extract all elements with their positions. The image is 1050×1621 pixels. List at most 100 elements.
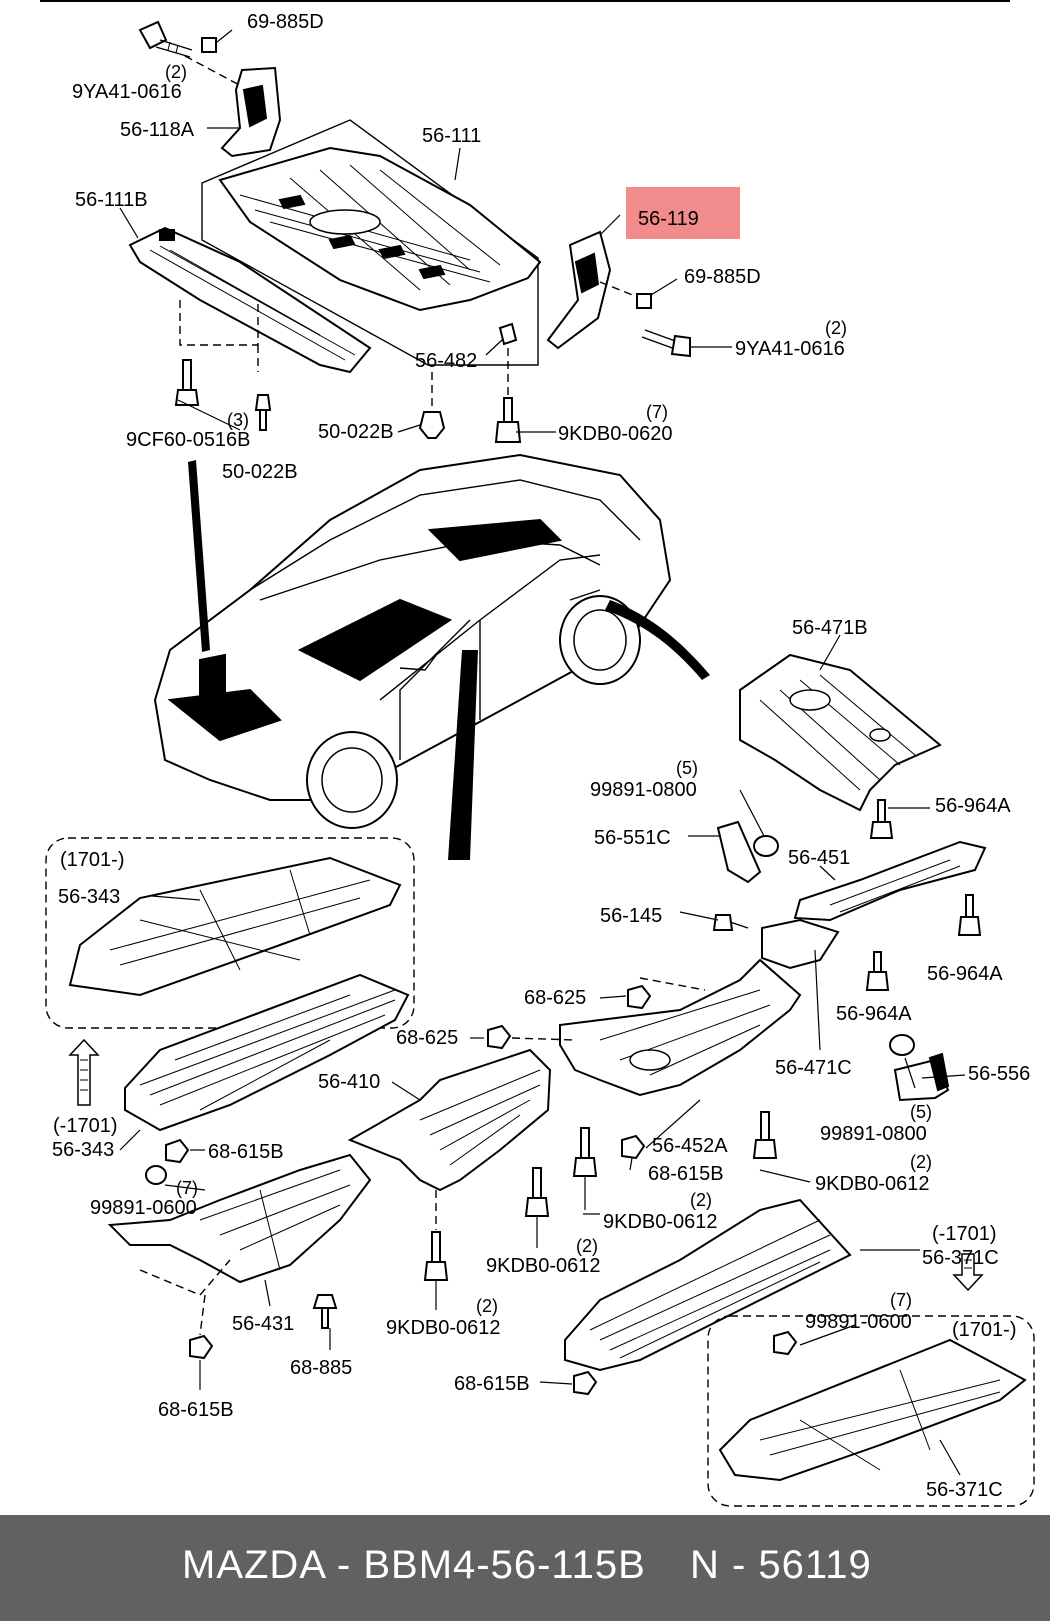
label-68-615b[interactable]: 68-615B — [648, 1163, 724, 1185]
arrow-down-icon — [952, 1253, 984, 1292]
label-9ya41-0616[interactable]: 9YA41-0616 — [735, 338, 845, 360]
label-50-022b[interactable]: 50-022B — [318, 421, 394, 443]
nut-icon — [145, 1165, 167, 1185]
nut-icon — [165, 1138, 190, 1164]
label-56-145[interactable]: 56-145 — [600, 905, 662, 927]
label-56-452a[interactable]: 56-452A — [652, 1135, 728, 1157]
label-qty: (3) — [227, 410, 249, 430]
label-56-551c[interactable]: 56-551C — [594, 827, 671, 849]
undercover-56-111 — [218, 146, 542, 312]
nut-icon — [739, 789, 779, 857]
part-labels: 69-885D (2) 9YA41-0616 56-118A 56-111 56… — [52, 11, 1030, 1501]
label-qty: (2) — [825, 318, 847, 338]
clip-icon — [312, 1294, 338, 1329]
label-56-964a[interactable]: 56-964A — [836, 1003, 912, 1025]
label-56-410[interactable]: 56-410 — [318, 1071, 380, 1093]
assembly-box — [201, 119, 539, 366]
label-56-964a[interactable]: 56-964A — [927, 963, 1003, 985]
label-99891-0800[interactable]: 99891-0800 — [590, 779, 697, 801]
label-56-371c[interactable]: 56-371C — [922, 1247, 999, 1269]
label-56-471b[interactable]: 56-471B — [792, 617, 868, 639]
label-qty: (2) — [576, 1236, 598, 1256]
part-number-text: MAZDA - BBM4-56-115B — [182, 1543, 646, 1587]
label-9kdb0-0612[interactable]: 9KDB0-0612 — [486, 1255, 601, 1277]
nut-icon — [627, 984, 652, 1010]
bolt-icon — [423, 1231, 449, 1281]
car-illustration — [153, 453, 672, 829]
label-qty: (2) — [690, 1190, 712, 1210]
heat-shield-56-451 — [793, 840, 987, 922]
label-56-111[interactable]: 56-111 — [422, 125, 481, 147]
label-9kdb0-0612[interactable]: 9KDB0-0612 — [815, 1173, 930, 1195]
bolt-icon — [865, 951, 890, 991]
label-1701: (1701-) — [952, 1319, 1016, 1341]
label-68-885[interactable]: 68-885 — [290, 1357, 352, 1379]
label-56-371c[interactable]: 56-371C — [926, 1479, 1003, 1501]
heat-shield-56-471b — [739, 653, 942, 812]
label-69-885d[interactable]: 69-885D — [247, 11, 324, 33]
label-9ya41-0616[interactable]: 9YA41-0616 — [72, 81, 182, 103]
label-56-431[interactable]: 56-431 — [232, 1313, 294, 1335]
variant-box-1701 — [45, 837, 415, 1029]
label-56-343[interactable]: 56-343 — [52, 1139, 114, 1161]
bolt-icon — [524, 1167, 550, 1217]
label-qty: (7) — [646, 402, 668, 422]
arrow-icon — [605, 600, 710, 680]
nut-icon — [773, 1330, 798, 1356]
label-68-615b[interactable]: 68-615B — [454, 1373, 530, 1395]
label-56-111b[interactable]: 56-111B — [75, 189, 148, 211]
nut-icon — [889, 1034, 915, 1056]
label-qty: (2) — [910, 1152, 932, 1172]
label-56-343[interactable]: 56-343 — [58, 886, 120, 908]
bolt-icon — [138, 20, 193, 58]
label-56-118a[interactable]: 56-118A — [120, 119, 195, 141]
bolt-icon — [712, 914, 749, 931]
label-68-615b[interactable]: 68-615B — [158, 1399, 234, 1421]
nut-icon — [573, 1370, 598, 1396]
bolt-icon — [494, 397, 522, 443]
label-56-482[interactable]: 56-482 — [415, 350, 477, 372]
undercover-56-371c — [564, 1198, 852, 1372]
parts-diagram: 69-885D (2) 9YA41-0616 56-118A 56-111 56… — [40, 0, 1035, 1507]
label-69-885d[interactable]: 69-885D — [684, 266, 761, 288]
label-56-471c[interactable]: 56-471C — [775, 1057, 852, 1079]
label-99891-0800[interactable]: 99891-0800 — [820, 1123, 927, 1145]
undercover-56-371c-late — [718, 1338, 1027, 1482]
bolt-icon — [752, 1111, 778, 1159]
label-68-615b[interactable]: 68-615B — [208, 1141, 284, 1163]
label-9kdb0-0612[interactable]: 9KDB0-0612 — [386, 1317, 501, 1339]
label-99891-0600[interactable]: 99891-0600 — [805, 1311, 912, 1333]
label-56-556[interactable]: 56-556 — [968, 1063, 1030, 1085]
clip-icon — [254, 394, 272, 431]
clip-icon — [636, 278, 678, 309]
bolt-icon — [572, 1127, 598, 1210]
heat-shield-56-452a — [559, 958, 802, 1097]
label-9kdb0-0620[interactable]: 9KDB0-0620 — [558, 423, 673, 445]
bolt-icon — [957, 894, 982, 936]
label-minus-1701: (-1701) — [53, 1115, 117, 1137]
label-56-119[interactable]: 56-119 — [638, 208, 699, 230]
label-56-451[interactable]: 56-451 — [788, 847, 850, 869]
label-9cf60-0516b[interactable]: 9CF60-0516B — [126, 429, 251, 451]
label-99891-0600[interactable]: 99891-0600 — [90, 1197, 197, 1219]
bolt-icon — [174, 359, 200, 406]
label-9kdb0-0612[interactable]: 9KDB0-0612 — [603, 1211, 718, 1233]
label-qty: (5) — [910, 1102, 932, 1122]
arrow-icon — [188, 460, 210, 652]
label-68-625[interactable]: 68-625 — [396, 1027, 458, 1049]
leader-lines — [119, 127, 966, 1476]
highlight-box — [626, 187, 740, 239]
bracket-56-556 — [893, 1052, 950, 1102]
label-68-625[interactable]: 68-625 — [524, 987, 586, 1009]
variant-box-1701 — [707, 1315, 1035, 1507]
reference-number-text: N - 56119 — [690, 1543, 872, 1587]
label-56-964a[interactable]: 56-964A — [935, 795, 1011, 817]
arrow-up-icon — [68, 1038, 100, 1106]
part-number-footer: MAZDA - BBM4-56-115B N - 56119 — [0, 1515, 1050, 1621]
clip-icon — [485, 322, 518, 356]
bracket-56-471c — [761, 918, 840, 970]
label-50-022b[interactable]: 50-022B — [222, 461, 298, 483]
undercover-56-343 — [68, 856, 402, 997]
heat-shield-56-431 — [107, 1153, 372, 1284]
label-qty: (7) — [176, 1178, 198, 1198]
